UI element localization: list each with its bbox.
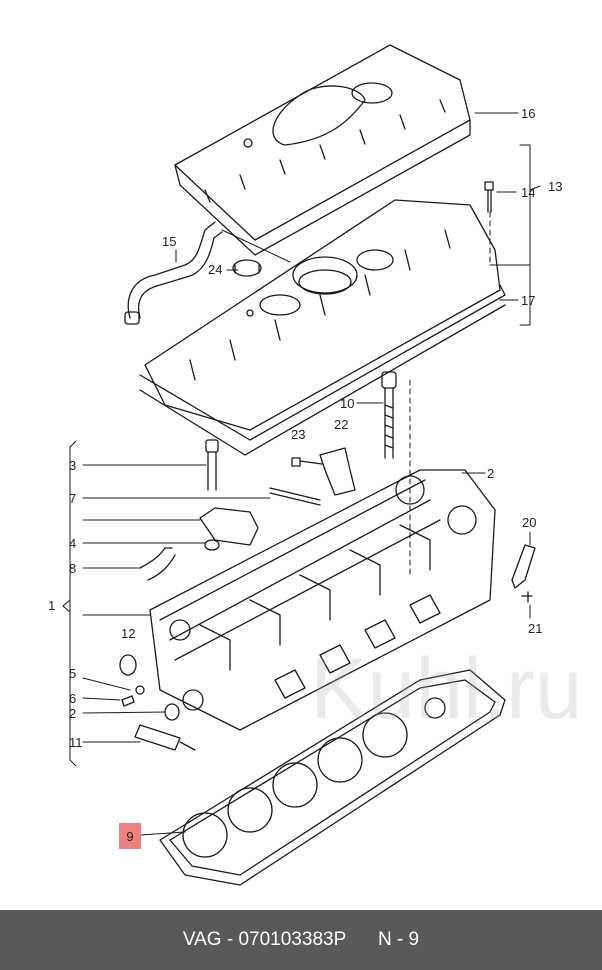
callout-12: 12 bbox=[121, 626, 136, 641]
footer-bar: VAG - 070103383P N - 9 bbox=[0, 910, 602, 970]
bolt-10 bbox=[381, 371, 397, 459]
callout-5: 5 bbox=[69, 666, 77, 681]
engine-cover-top bbox=[174, 44, 471, 256]
part-number-label: VAG - 070103383P bbox=[182, 929, 347, 950]
bolt-21 bbox=[521, 591, 533, 603]
footer-spacer bbox=[346, 929, 378, 951]
callout-9-highlight: 9 bbox=[119, 823, 141, 849]
leader-lines bbox=[62, 112, 541, 836]
sender-20 bbox=[511, 544, 536, 589]
callout-2-bottom: 2 bbox=[69, 706, 77, 721]
callout-17: 17 bbox=[521, 293, 536, 308]
callout-23: 23 bbox=[291, 427, 306, 442]
callout-3: 3 bbox=[69, 458, 77, 473]
bolt-14 bbox=[484, 181, 494, 213]
stud-7 bbox=[269, 487, 321, 506]
bracket-22 bbox=[319, 447, 356, 496]
callout-7: 7 bbox=[69, 491, 77, 506]
plug-12 bbox=[119, 654, 137, 676]
callout-6: 6 bbox=[69, 691, 77, 706]
callout-11: 11 bbox=[69, 735, 83, 750]
callout-16: 16 bbox=[521, 106, 536, 121]
small-parts bbox=[121, 685, 196, 751]
bearing-cap bbox=[199, 507, 259, 551]
callout-14: 14 bbox=[521, 185, 536, 200]
callout-1: 1 bbox=[48, 598, 56, 613]
pipe-8 bbox=[139, 547, 176, 581]
callout-2-top: 2 bbox=[487, 466, 495, 481]
callout-21: 21 bbox=[528, 621, 543, 636]
cylinder-head bbox=[149, 469, 496, 731]
callout-15: 15 bbox=[162, 234, 177, 249]
bolt-3 bbox=[205, 439, 219, 491]
callout-4: 4 bbox=[69, 536, 77, 551]
watermark: Kuhl.ru bbox=[310, 641, 583, 737]
callout-8: 8 bbox=[69, 561, 77, 576]
valve-cover bbox=[139, 199, 506, 456]
exploded-parts-diagram bbox=[62, 44, 541, 886]
callout-20: 20 bbox=[522, 515, 537, 530]
breather-hose bbox=[124, 221, 223, 325]
reference-label: N - 9 bbox=[377, 929, 420, 950]
callout-13: 13 bbox=[548, 179, 563, 194]
callout-22: 22 bbox=[334, 417, 349, 432]
callout-10: 10 bbox=[340, 396, 355, 411]
oil-filler-cap bbox=[232, 259, 262, 277]
bolt-23 bbox=[291, 457, 323, 467]
callout-24: 24 bbox=[208, 262, 223, 277]
head-gasket bbox=[159, 669, 506, 886]
